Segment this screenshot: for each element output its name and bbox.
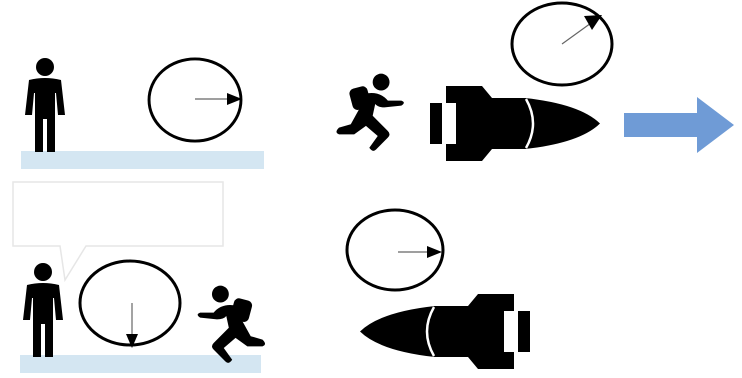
panel-observer-rest (21, 58, 264, 169)
rocket-icon (360, 294, 530, 369)
platform (21, 151, 264, 169)
panel-traveler-returns (13, 182, 265, 373)
standing-person-icon (23, 263, 63, 357)
running-astronaut-icon (198, 286, 265, 363)
right-arrow-icon (624, 97, 734, 153)
panel-traveler-departs (336, 3, 734, 161)
clock-icon (149, 59, 242, 141)
rocket-icon (430, 86, 600, 161)
panel-rocket-returns (347, 210, 530, 369)
clock-icon (512, 3, 612, 85)
clock-icon (80, 261, 180, 348)
clock-icon (347, 210, 443, 290)
standing-person-icon (25, 58, 65, 152)
running-astronaut-icon (336, 74, 403, 151)
